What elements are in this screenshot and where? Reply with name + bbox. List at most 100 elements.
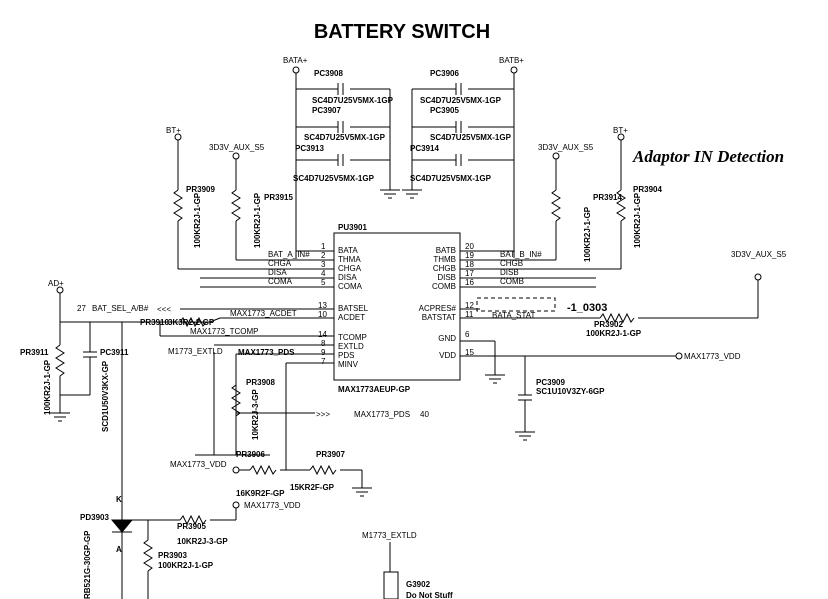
res-ref: PR3903 [158,551,187,560]
net-label: MAX1773_TCOMP [190,327,258,336]
net-page-ref: 40 [420,410,429,419]
net-label: MAX1773_ACDET [230,309,297,318]
net-label: BAT_B_IN# [500,250,542,259]
cap-value: SC1U10V3ZY-6GP [536,387,605,396]
cap-part: SC4D7U25V5MX-1GP [312,96,394,105]
res-value: 3K3R2-2-GP [168,318,215,327]
offpage-arrow: >>> [316,410,330,419]
ic-pin-num: 11 [465,310,474,319]
ic-pin-num: 19 [465,251,474,260]
net-label: DISB [500,268,519,277]
ic-pin-name: VDD [439,351,456,360]
cap-part: SC4D7U25V5MX-1GP [293,174,375,183]
net-label: BAT_SEL_A/B# [92,304,149,313]
adaptor-detection-note: Adaptor IN Detection [632,147,784,166]
ic-pin-num: 2 [321,251,326,260]
ic-pin-num: 12 [465,301,474,310]
ic-pin-num: 8 [321,339,326,348]
cap-ref: PC3913 [295,144,324,153]
ic-pin-name: BATA [338,246,358,255]
res-ref: PR3911 [20,348,49,357]
cap-part: SC4D7U25V5MX-1GP [420,96,502,105]
net-label: 3D3V_AUX_S5 [538,143,594,152]
net-label: BT+ [613,126,628,135]
net-label: DISA [268,268,287,277]
ic-wires: BAT_A_IN# CHGA DISA COMA BAT_B_IN# CHGB … [77,250,787,470]
res-value: 100KR2J-1-GP [193,192,202,248]
ic-pin-num: 14 [318,330,327,339]
ic-pin-num: 16 [465,278,474,287]
ic-pin-name: MINV [338,360,359,369]
ic-pin-num: 7 [321,357,326,366]
net-label: MAX1773_PDS [238,348,295,357]
revision-tag: -1_0303 [567,302,607,314]
res-value: 100KR2J-1-GP [158,561,214,570]
res-ref: PR3914 [593,193,622,202]
jumper-value: Do Not Stuff [406,591,453,599]
ic-pu3901: PU3901 MAX1773AEUP-GP BATA THMA CHGA DIS… [318,223,474,394]
res-ref: PR3904 [633,185,662,194]
batb-net-label: BATB+ [499,56,524,65]
bata-terminal [292,66,300,74]
ic-pin-name: TCOMP [338,333,367,342]
diode-symbol [110,519,134,533]
res-ref: PR3908 [246,378,275,387]
page-title: BATTERY SWITCH [314,21,490,43]
diode-pin-k: K [116,495,122,504]
ic-pin-num: 15 [465,348,474,357]
batb-terminal [510,66,518,74]
bata-net-label: BATA+ [283,56,308,65]
cap-value: SCD1U50V3KX-GP [101,360,110,432]
ic-body [333,232,461,381]
net-label: 3D3V_AUX_S5 [209,143,265,152]
ic-part: MAX1773AEUP-GP [338,385,411,394]
res-value: 16K9R2F-GP [236,489,285,498]
jumper-ref: G3902 [406,580,431,589]
ic-pin-num: 13 [318,301,327,310]
diode-value: RB521G-30GP-GP [83,530,92,599]
net-label: M1773_EXTLD [168,347,223,356]
ic-pin-name: ACDET [338,313,365,322]
diode-ref: PD3903 [80,513,109,522]
net-label: BT+ [166,126,181,135]
net-label: 3D3V_AUX_S5 [731,250,787,259]
res-ref: PR3910 [140,318,169,327]
res-ref: PR3902 [594,320,623,329]
ic-pin-name: CHGA [338,264,362,273]
res-value: 100KR2J-1-GP [586,329,642,338]
res-value: 100KR2J-1-GP [583,206,592,262]
ic-pin-name: CHGB [433,264,456,273]
res-value: 100KR2J-1-GP [43,359,52,415]
jumper-g3902 [383,571,399,599]
ic-pin-name: ACPRES# [419,304,457,313]
ic-pin-num: 17 [465,269,474,278]
cap-part: SC4D7U25V5MX-1GP [430,133,512,142]
ic-pin-name: DISB [437,273,456,282]
net-label: MAX1773_VDD [170,460,227,469]
cap-part: SC4D7U25V5MX-1GP [304,133,386,142]
cap-ref: PC3908 [314,69,343,78]
cap-ref: PC3905 [430,106,459,115]
ic-pin-name: THMB [433,255,456,264]
ic-pin-num: 20 [465,242,474,251]
net-label: COMB [500,277,524,286]
ic-pin-num: 9 [321,348,326,357]
ic-pin-num: 4 [321,269,326,278]
ic-pin-num: 6 [465,330,470,339]
ic-pin-name: PDS [338,351,354,360]
ic-pin-num: 10 [318,310,327,319]
net-label: MAX1773_VDD [244,501,301,510]
res-ref: PR3906 [236,450,265,459]
ic-pin-num: 1 [321,242,326,251]
ic-pin-num: 18 [465,260,474,269]
net-label: MAX1773_PDS [354,410,410,419]
ic-pin-name: BATB [436,246,456,255]
ic-pin-name: THMA [338,255,361,264]
cap-ref: PC3907 [312,106,341,115]
ic-pin-num: 5 [321,278,326,287]
ic-pin-name: COMA [338,282,363,291]
ic-pin-name: EXTLD [338,342,364,351]
cap-ref: PC3911 [100,348,129,357]
cap-part: SC4D7U25V5MX-1GP [410,174,492,183]
